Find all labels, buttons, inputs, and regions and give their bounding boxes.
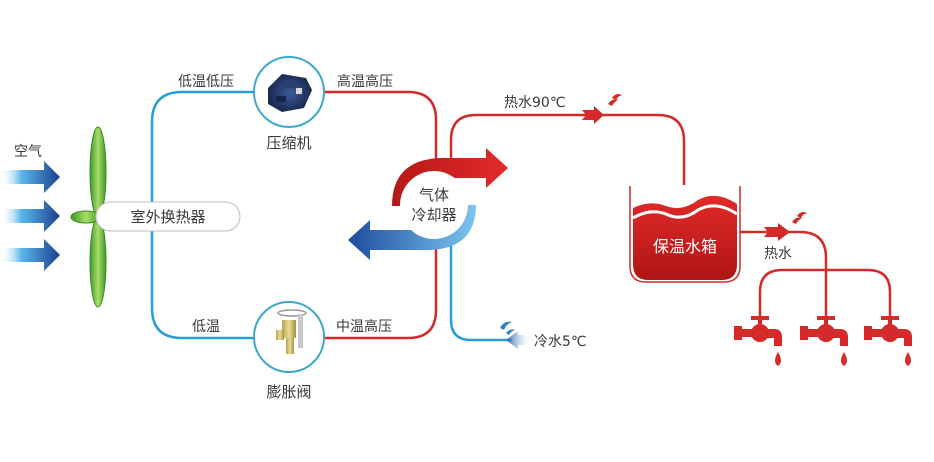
cold-water-in-label: 冷水5℃ — [534, 334, 587, 350]
compressor-label: 压缩机 — [266, 134, 311, 152]
distribution-pipe — [758, 268, 892, 318]
supply-splash-icon — [792, 212, 807, 224]
gas-cooler: 气体 冷却器 — [348, 148, 508, 260]
label-low-temp-low-pressure: 低温低压 — [178, 74, 234, 90]
compressor-icon — [268, 74, 312, 112]
hot-water-flow-arrow-icon — [582, 106, 604, 124]
tank-water — [633, 195, 737, 280]
cold-water-flow-arrow-icon — [506, 331, 532, 349]
gas-cooler-label-line1: 气体 — [419, 186, 449, 204]
mid-refrigerant-pipe — [324, 245, 438, 340]
faucet-2-icon — [800, 316, 848, 366]
storage-tank: 保温水箱 — [629, 186, 741, 283]
label-low-temp: 低温 — [192, 319, 220, 335]
gas-cooler-label-line2: 冷却器 — [411, 206, 456, 224]
outdoor-heat-exchanger-label: 室外换热器 — [130, 208, 205, 226]
cold-water-splash-icon — [500, 321, 515, 335]
outdoor-heat-exchanger-pill — [95, 201, 241, 232]
faucet-3-icon — [864, 316, 912, 366]
label-high-temp-high-pressure: 高温高压 — [337, 73, 393, 90]
hot-water-out-label: 热水90℃ — [504, 95, 566, 111]
hot-refrigerant-pipe — [324, 90, 438, 165]
hot-water-supply-label: 热水 — [764, 246, 792, 262]
fan-blade-icon — [70, 126, 107, 308]
hot-water-pipe — [449, 113, 686, 185]
air-flow-arrows — [0, 161, 60, 271]
expansion-valve — [253, 301, 325, 373]
expansion-valve-icon — [276, 309, 307, 354]
air-arrow-1 — [0, 161, 60, 193]
tank-label: 保温水箱 — [653, 237, 717, 256]
cold-water-pipe — [449, 245, 512, 342]
faucet-1-icon — [734, 316, 782, 366]
compressor — [253, 56, 325, 128]
water-splash-icon — [608, 94, 622, 106]
expansion-valve-label: 膨胀阀 — [266, 383, 311, 401]
label-mid-temp-high-pressure: 中温高压 — [336, 318, 392, 335]
supply-pipe — [740, 230, 828, 318]
supply-arrow-icon — [764, 223, 790, 241]
air-arrow-3 — [0, 239, 60, 271]
air-arrow-2 — [0, 200, 60, 232]
cold-flow-arrow-icon — [348, 205, 476, 260]
air-label: 空气 — [14, 144, 42, 160]
